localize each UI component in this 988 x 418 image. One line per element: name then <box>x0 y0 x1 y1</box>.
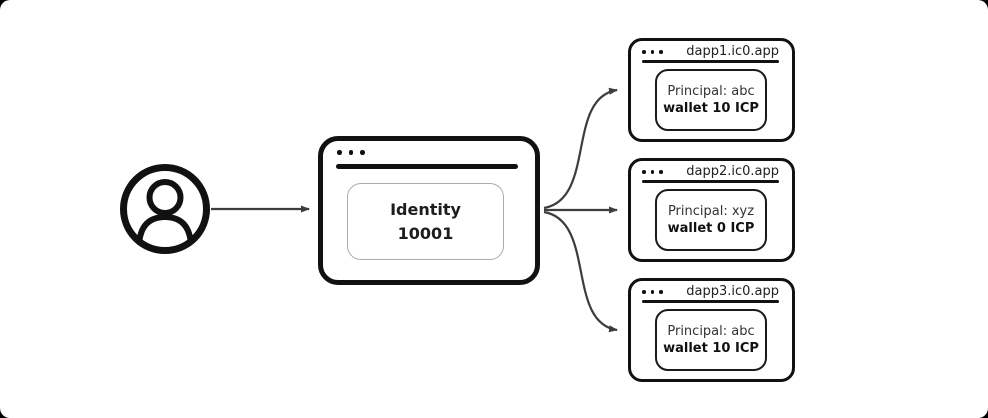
identity-card: Identity 10001 <box>347 183 504 260</box>
dapp1-principal: Principal: abc <box>667 84 755 99</box>
address-bar-line <box>642 300 779 303</box>
identity-title: Identity <box>390 199 461 219</box>
window-dots-icon <box>642 170 663 174</box>
window-dot <box>650 290 654 294</box>
dapp2-wallet: wallet 0 ICP <box>667 221 755 236</box>
dapp1-wallet-card: Principal: abc wallet 10 ICP <box>655 69 767 131</box>
window-dots-icon <box>642 50 663 54</box>
window-dot <box>337 150 342 155</box>
address-bar-line <box>336 164 518 169</box>
window-dot <box>659 290 663 294</box>
dapp3-principal: Principal: abc <box>667 324 755 339</box>
identity-browser-window: Identity 10001 <box>318 136 540 285</box>
dapp1-wallet: wallet 10 ICP <box>663 101 759 116</box>
window-dot <box>360 150 365 155</box>
user-icon <box>120 164 210 254</box>
window-dot <box>650 50 654 54</box>
window-dots-icon <box>642 290 663 294</box>
window-dot <box>642 290 646 294</box>
dapp3-browser-window: dapp3.ic0.app Principal: abc wallet 10 I… <box>628 278 795 382</box>
window-dot <box>348 150 353 155</box>
dapp2-url: dapp2.ic0.app <box>686 164 779 179</box>
window-dot <box>642 50 646 54</box>
identity-number: 10001 <box>397 223 454 243</box>
dapp2-principal: Principal: xyz <box>667 204 755 219</box>
dapp3-url: dapp3.ic0.app <box>686 284 779 299</box>
dapp3-wallet: wallet 10 ICP <box>663 341 759 356</box>
window-dot <box>650 170 654 174</box>
dapp2-browser-window: dapp2.ic0.app Principal: xyz wallet 0 IC… <box>628 158 795 262</box>
window-dot <box>642 170 646 174</box>
dapp1-browser-window: dapp1.ic0.app Principal: abc wallet 10 I… <box>628 38 795 142</box>
address-bar-line <box>642 180 779 183</box>
window-dots-icon <box>337 150 365 155</box>
address-bar-line <box>642 60 779 63</box>
dapp1-url: dapp1.ic0.app <box>686 44 779 59</box>
dapp2-wallet-card: Principal: xyz wallet 0 ICP <box>655 189 767 251</box>
arrow-identity-to-dapp1 <box>543 87 618 210</box>
arrow-identity-to-dapp3 <box>543 210 618 333</box>
window-dot <box>659 50 663 54</box>
window-dot <box>659 170 663 174</box>
dapp3-wallet-card: Principal: abc wallet 10 ICP <box>655 309 767 371</box>
